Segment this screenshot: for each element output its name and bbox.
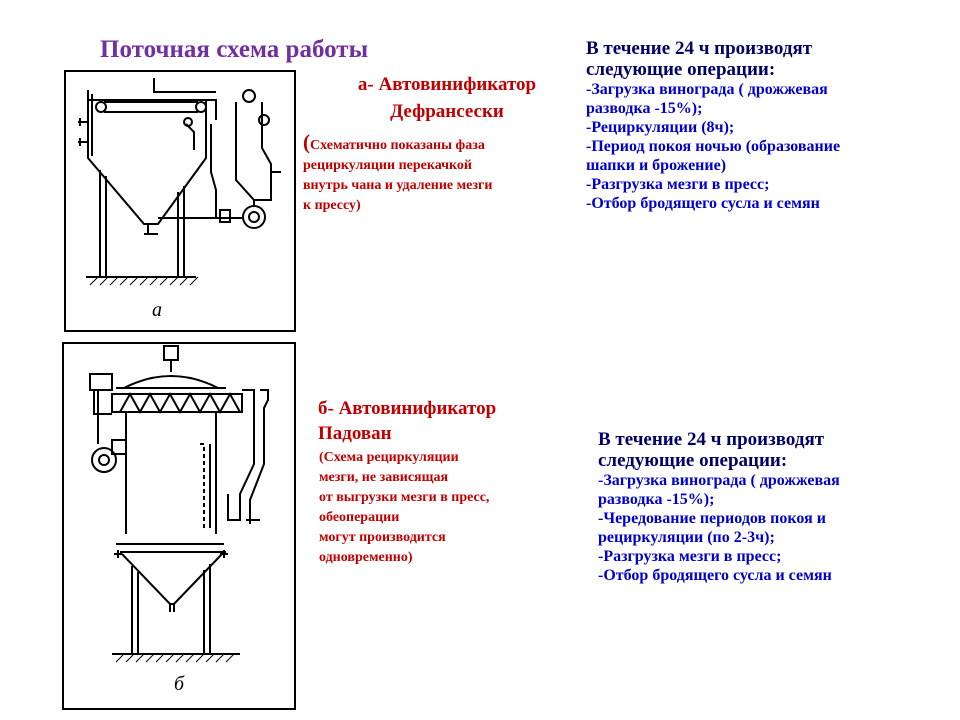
operations-a-item: разводка -15%); (586, 100, 703, 117)
figure-b-diagram: б (89, 345, 269, 695)
figure-b-caption: б (174, 673, 185, 695)
section-a-note-open-paren: ( (303, 130, 310, 154)
section-a-heading-line1: а- Автовинификатор (357, 74, 537, 95)
section-b-heading-line2: Падован (318, 423, 392, 444)
operations-a-item: -Разгрузка мезги в пресс; (586, 176, 770, 193)
section-a-note-line1-text: Схематично показаны фаза (310, 138, 485, 153)
section-b-note-line: одновременно) (319, 550, 413, 565)
section-a-note-line3: внутрь чана и удаление мезги (303, 178, 493, 193)
operations-a-item: -Отбор бродящего сусла и семян (586, 195, 820, 212)
operations-b-item: -Чередование периодов покоя и (598, 510, 826, 527)
operations-b-item: -Загрузка винограда ( дрожжевая (598, 472, 840, 489)
figure-b-frame: б (62, 342, 296, 710)
figure-a-frame: а (64, 70, 296, 332)
section-a-note-line2: рециркуляции перекачкой (303, 158, 472, 173)
section-b-note-line: обеоперации (319, 510, 400, 525)
section-b-heading: б- Автовинификатор Падован (318, 396, 588, 446)
operations-b-item: рециркуляции (по 2-3ч); (598, 529, 775, 546)
operations-b-item: разводка -15%); (598, 491, 715, 508)
operations-a-heading-line2: следующие операции: (586, 59, 776, 80)
section-b-note-line: от выгрузки мезги в пресс, (319, 490, 490, 505)
operations-b-heading-line1: В течение 24 ч производят (598, 429, 825, 450)
section-b-heading-line1: б- Автовинификатор (318, 398, 497, 419)
section-a-heading-line2: Дефрансески (390, 101, 504, 122)
section-a-note-line1: (Схематично показаны фаза (303, 132, 573, 156)
operations-a-item: -Загрузка винограда ( дрожжевая (586, 81, 828, 98)
slide-title: Поточная схема работы (100, 36, 369, 63)
section-a-note-line4: к прессу) (303, 198, 361, 213)
operations-a-heading-line1: В течение 24 ч производят (586, 38, 813, 59)
operations-b-item: -Разгрузка мезги в пресс; (598, 548, 782, 565)
operations-a-item: -Период покоя ночью (образование (586, 138, 841, 155)
operations-a-item: -Рециркуляции (8ч); (586, 119, 735, 136)
section-a-note: (Схематично показаны фаза рециркуляции п… (303, 132, 573, 216)
section-a-heading: а- Автовинификатор Дефрансески (312, 72, 582, 124)
figure-a-diagram: а (78, 78, 281, 321)
operations-b-heading-line2: следующие операции: (598, 450, 788, 471)
section-b-note-line: могут производится (319, 530, 446, 545)
operations-b-item: -Отбор бродящего сусла и семян (598, 567, 832, 584)
section-b-note: (Схема рециркуляции мезги, не зависящая … (319, 448, 589, 568)
operations-a-item: шапки и брожение) (586, 157, 727, 174)
operations-a: В течение 24 ч производят следующие опер… (586, 38, 956, 213)
operations-b: В течение 24 ч производят следующие опер… (598, 429, 958, 585)
section-b-note-line: (Схема рециркуляции (319, 450, 459, 465)
figure-a-caption: а (152, 299, 162, 321)
section-b-note-line: мезги, не зависящая (319, 470, 449, 485)
